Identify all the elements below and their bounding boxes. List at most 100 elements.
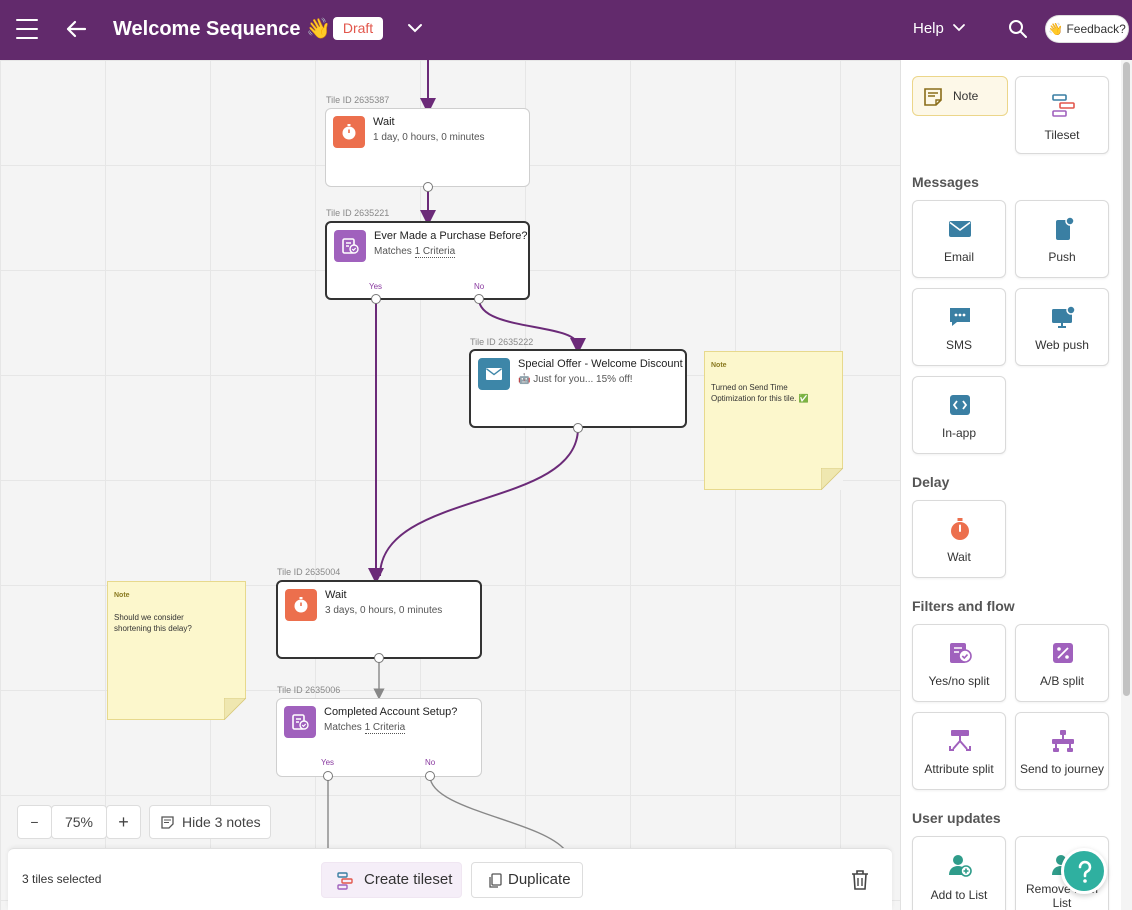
tile-subtitle: 3 days, 0 hours, 0 minutes (325, 605, 443, 616)
section-heading: Messages (912, 174, 979, 190)
tile-id-label: Tile ID 2635387 (326, 95, 390, 105)
trash-icon[interactable] (850, 869, 870, 891)
palette-yes-no-split-card[interactable]: Yes/no split (912, 624, 1006, 702)
palette-email-card[interactable]: Email (912, 200, 1006, 278)
duplicate-button[interactable]: Duplicate (471, 862, 583, 898)
palette-sms-card[interactable]: SMS (912, 288, 1006, 366)
push-notification-icon (1056, 217, 1075, 240)
note-fold-corner (224, 698, 246, 720)
status-badge: Draft (333, 17, 383, 40)
back-arrow-icon[interactable] (64, 16, 88, 42)
section-heading: Delay (912, 474, 950, 490)
note-text-line: Optimization for this tile. ✅ (711, 394, 809, 403)
wait-tile[interactable]: Wait 1 day, 0 hours, 0 minutes (325, 108, 530, 187)
palette-push-card[interactable]: Push (1015, 200, 1109, 278)
journey-flow-icon (1052, 730, 1074, 752)
feedback-button[interactable]: 👋 Feedback? (1046, 16, 1128, 42)
journey-title[interactable]: Welcome Sequence 👋 (113, 18, 331, 40)
chat-bubble-icon (950, 308, 970, 326)
search-icon[interactable] (1008, 19, 1028, 39)
selection-action-bar: 3 tiles selected Create tileset Duplicat… (8, 848, 892, 910)
monitor-notification-icon (1052, 305, 1075, 328)
palette-send-to-journey-card[interactable]: Send to journey (1015, 712, 1109, 790)
yes-branch-label: Yes (369, 282, 383, 291)
output-port[interactable] (573, 423, 583, 433)
palette-in-app-card[interactable]: In-app (912, 376, 1006, 454)
palette-web-push-card[interactable]: Web push (1015, 288, 1109, 366)
panel-scrollbar[interactable] (1121, 60, 1132, 910)
sticky-note-icon (924, 88, 942, 106)
section-heading: User updates (912, 810, 1001, 826)
stopwatch-icon (951, 518, 969, 540)
sticky-note[interactable]: Note Should we consider shortening this … (107, 581, 246, 720)
percent-icon (1053, 643, 1073, 663)
note-text-line: shortening this delay? (114, 624, 192, 633)
in-app-icon (950, 395, 970, 415)
hide-notes-button[interactable]: Hide 3 notes (149, 805, 271, 839)
note-icon (161, 816, 174, 829)
criteria-link[interactable]: 1 Criteria (364, 722, 406, 734)
tile-subtitle: Matches 1 Criteria (374, 246, 456, 258)
copy-icon (489, 873, 502, 888)
chevron-down-icon[interactable] (407, 20, 423, 36)
connection-wires (327, 60, 586, 910)
branch-split-icon (949, 730, 971, 751)
question-mark-icon (1078, 860, 1092, 883)
zoom-level: 75% (51, 805, 107, 839)
tile-id-label: Tile ID 2635221 (326, 208, 390, 218)
envelope-icon (949, 221, 971, 237)
help-menu[interactable]: Help (913, 20, 944, 37)
note-heading: Note (114, 592, 130, 599)
sticky-note[interactable]: Note Turned on Send Time Optimization fo… (704, 351, 843, 490)
scrollbar-thumb[interactable] (1123, 62, 1130, 696)
yes-port[interactable] (323, 771, 333, 781)
no-port[interactable] (474, 294, 484, 304)
selection-count: 3 tiles selected (22, 872, 102, 886)
stopwatch-icon (333, 116, 365, 148)
tile-title: Special Offer - Welcome Discount (518, 358, 683, 370)
top-bar: Welcome Sequence 👋 Draft Help 👋 Feedback… (0, 0, 1132, 60)
tile-subtitle: 1 day, 0 hours, 0 minutes (373, 132, 485, 143)
tile-title: Wait (373, 116, 395, 128)
help-chat-button[interactable] (1061, 848, 1107, 894)
palette-ab-split-card[interactable]: A/B split (1015, 624, 1109, 702)
yes-port[interactable] (371, 294, 381, 304)
filter-tile[interactable]: Ever Made a Purchase Before? Matches 1 C… (325, 221, 530, 300)
section-heading: Filters and flow (912, 598, 1015, 614)
note-text-line: Turned on Send Time (711, 383, 788, 392)
tile-title: Ever Made a Purchase Before? (374, 230, 528, 242)
tile-subtitle: 🤖 Just for you... 15% off! (518, 374, 633, 385)
tileset-icon (337, 872, 353, 890)
filter-split-icon (334, 230, 366, 262)
email-tile[interactable]: Special Offer - Welcome Discount 🤖 Just … (469, 349, 687, 428)
filter-split-icon (950, 643, 972, 663)
zoom-in-button[interactable]: + (106, 805, 141, 839)
chevron-down-icon[interactable] (952, 21, 966, 35)
zoom-out-button[interactable]: − (17, 805, 52, 839)
tileset-icon (1052, 94, 1075, 117)
filter-tile[interactable]: Completed Account Setup? Matches 1 Crite… (276, 698, 482, 777)
tile-title: Completed Account Setup? (324, 706, 458, 718)
output-port[interactable] (423, 182, 433, 192)
palette-note-card[interactable]: Note (912, 76, 1008, 116)
workflow-canvas[interactable]: Tile ID 2635387 Wait 1 day, 0 hours, 0 m… (0, 60, 900, 910)
palette-attribute-split-card[interactable]: Attribute split (912, 712, 1006, 790)
palette-add-to-list-card[interactable]: Add to List (912, 836, 1006, 910)
hamburger-menu-icon[interactable] (16, 17, 38, 41)
note-fold-corner (821, 468, 843, 490)
tile-id-label: Tile ID 2635222 (470, 337, 534, 347)
no-branch-label: No (474, 282, 485, 291)
no-port[interactable] (425, 771, 435, 781)
criteria-link[interactable]: 1 Criteria (414, 246, 456, 258)
palette-wait-card[interactable]: Wait (912, 500, 1006, 578)
output-port[interactable] (374, 653, 384, 663)
note-text-line: Should we consider (114, 613, 184, 622)
user-add-icon (949, 855, 972, 877)
wait-tile[interactable]: Wait 3 days, 0 hours, 0 minutes (276, 580, 482, 659)
palette-tileset-card[interactable]: Tileset (1015, 76, 1109, 154)
tile-subtitle: Matches 1 Criteria (324, 722, 406, 734)
tile-id-label: Tile ID 2635006 (277, 685, 341, 695)
no-branch-label: No (425, 758, 436, 767)
stopwatch-icon (285, 589, 317, 621)
create-tileset-button[interactable]: Create tileset (321, 862, 462, 898)
